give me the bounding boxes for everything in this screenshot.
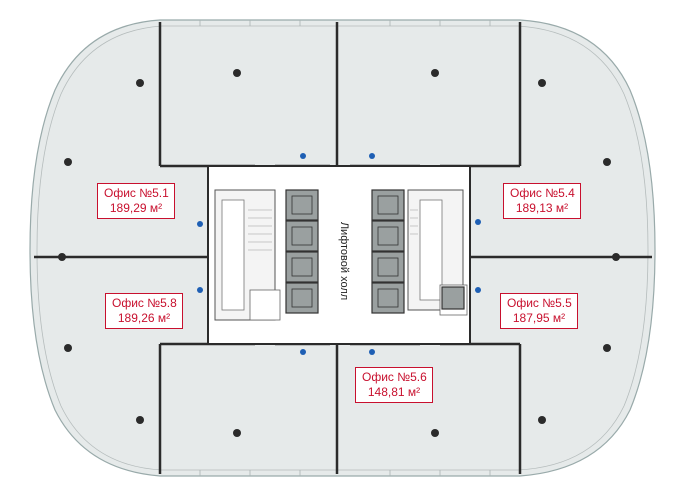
lift-bank-right	[371, 189, 465, 314]
office-label-5-6: Офис №5.6 148,81 м²	[355, 367, 433, 403]
office-area: 187,95 м²	[512, 311, 566, 325]
water-supply-points	[197, 153, 481, 355]
office-name: Офис №5.6	[362, 370, 427, 384]
lift-hall-label: Лифтовой холл	[337, 206, 351, 316]
lift-cabins	[291, 195, 399, 308]
building-core	[207, 165, 471, 345]
facade-mullions	[199, 20, 491, 476]
office-area: 189,29 м²	[109, 201, 163, 215]
office-label-5-8: Офис №5.8 189,26 м²	[105, 293, 183, 329]
office-name: Офис №5.5	[507, 296, 572, 310]
facade-line	[36, 25, 649, 471]
lift-hall-text: Лифтовой холл	[338, 221, 350, 301]
office-name: Офис №5.1	[104, 186, 169, 200]
office-name: Офис №5.8	[112, 296, 177, 310]
office-label-5-1: Офис №5.1 189,29 м²	[97, 183, 175, 219]
columns	[58, 69, 620, 437]
office-name: Офис №5.4	[510, 186, 575, 200]
office-area: 189,26 м²	[117, 311, 171, 325]
office-area: 148,81 м²	[367, 385, 421, 399]
office-label-5-4: Офис №5.4 189,13 м²	[503, 183, 581, 219]
office-label-5-5: Офис №5.5 187,95 м²	[500, 293, 578, 329]
interior-walls	[34, 22, 652, 474]
office-area: 189,13 м²	[515, 201, 569, 215]
lift-bank-left	[285, 189, 319, 314]
